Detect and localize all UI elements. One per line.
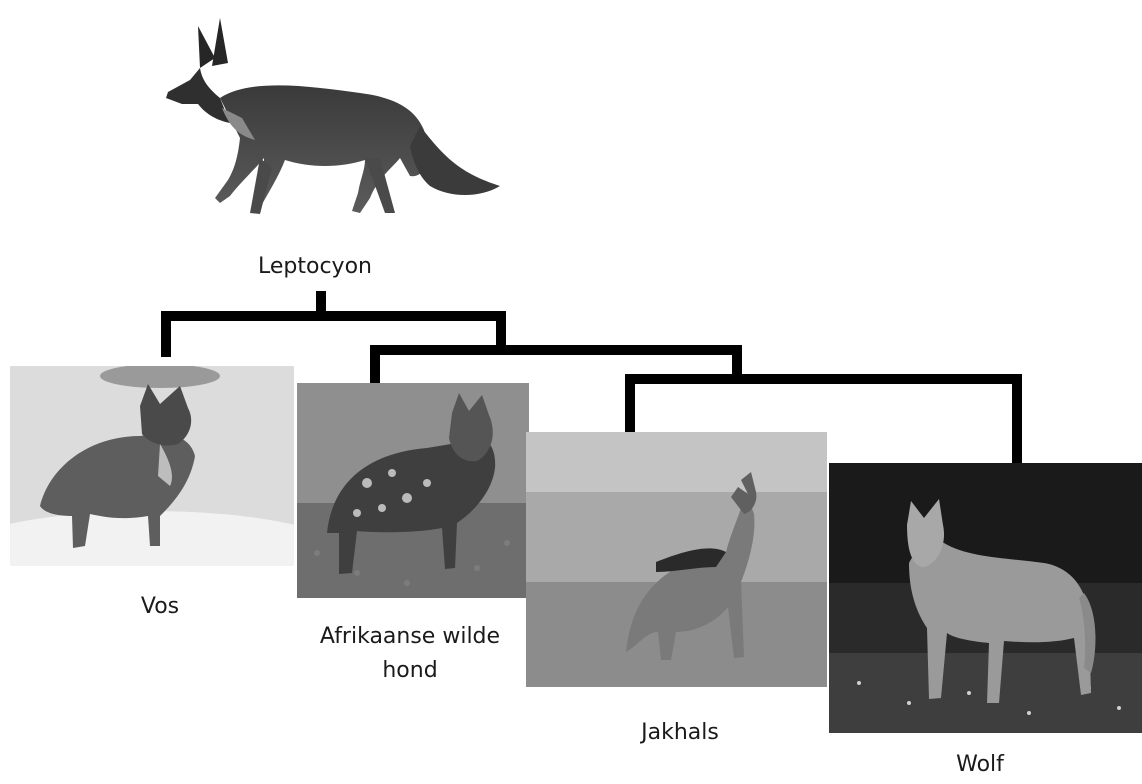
fox-photo <box>10 366 294 566</box>
jackal-photo <box>526 432 827 687</box>
fox-label: Vos <box>140 594 180 619</box>
wolf-label: Wolf <box>956 752 1004 777</box>
wild-dog-label: Afrikaanse wilde hond <box>319 624 501 683</box>
wild-dog-photo <box>297 383 529 598</box>
ancestor-label: Leptocyon <box>258 254 372 279</box>
ancestor-illustration <box>160 8 510 223</box>
wolf-photo <box>829 463 1142 733</box>
jackal-label: Jakhals <box>641 720 719 745</box>
